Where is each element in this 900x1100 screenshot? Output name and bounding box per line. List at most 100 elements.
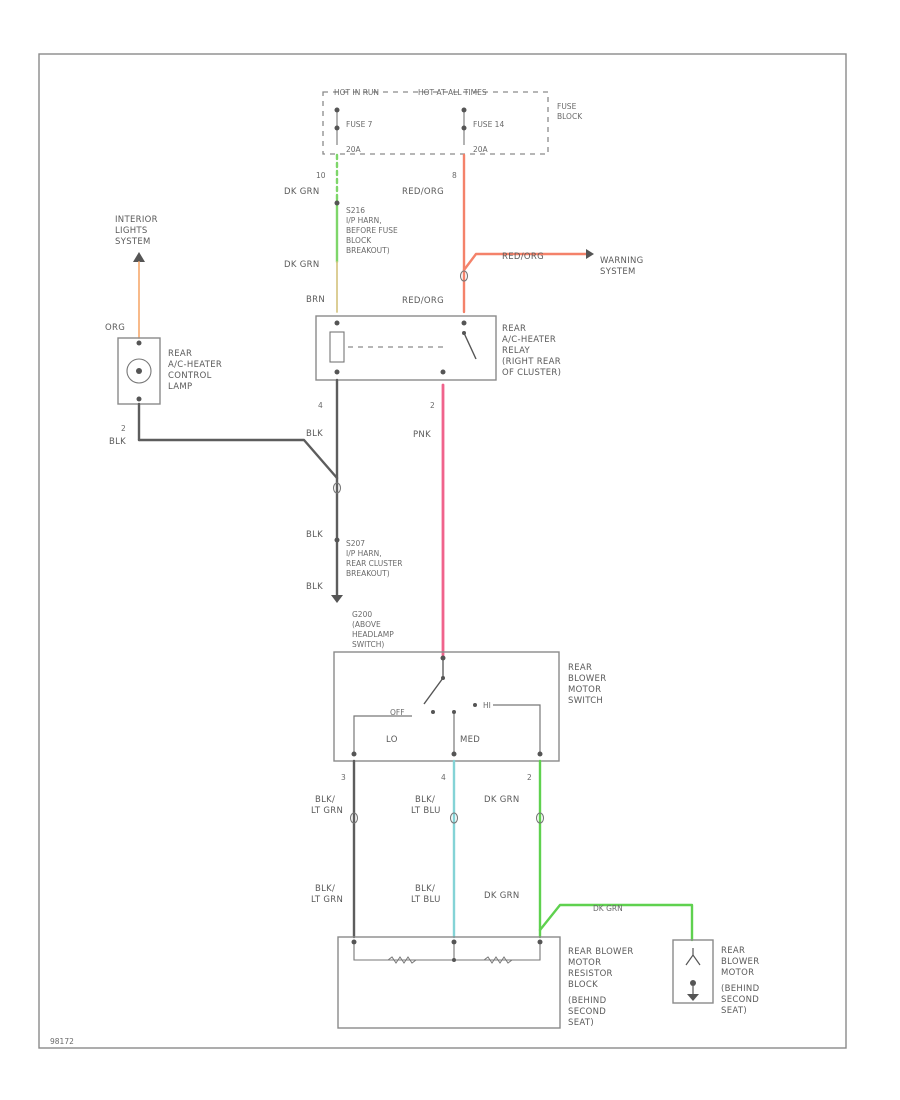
switch-pivot	[441, 676, 445, 680]
diagram-code: 98172	[50, 1037, 74, 1046]
resistor-line-2: MOTOR	[568, 958, 601, 968]
switch-hi-path	[493, 704, 541, 752]
dk-grn-feed-wire: 10 DK GRN S216 I/P HARN, BEFORE FUSE BLO…	[284, 153, 398, 313]
blk-label-2: BLK	[306, 530, 323, 540]
resistor-line-7: SEAT)	[568, 1018, 594, 1028]
interior-lights-line-2: LIGHTS	[115, 226, 148, 236]
blk-lt-grn-top-2: LT GRN	[311, 806, 343, 816]
blk-lt-blu-bot-2: LT BLU	[411, 895, 441, 905]
s207-line-3: REAR CLUSTER	[346, 559, 403, 568]
dk-grn-label-upper: DK GRN	[284, 187, 319, 197]
g200-line-4: SWITCH)	[352, 640, 384, 649]
blk-continue-arrow-icon	[331, 595, 343, 603]
g200-line-2: (ABOVE	[352, 620, 381, 629]
fuse-block-label-2: BLOCK	[557, 112, 583, 121]
fuse-7-mid-pin	[334, 125, 340, 131]
lamp-line-1: REAR	[168, 349, 192, 359]
red-org-branch	[462, 252, 590, 272]
s216-line-4: BLOCK	[346, 236, 372, 245]
splice-s216-dot	[334, 200, 340, 206]
relay-pin-coil-bottom	[334, 369, 340, 375]
switch-pin-4	[451, 751, 457, 757]
switch-lo-label: LO	[386, 735, 398, 745]
switch-pin-2	[537, 751, 543, 757]
relay-pin-switch-top	[461, 320, 467, 326]
switch-line-1: REAR	[568, 663, 592, 673]
blk-lt-blu-connector	[449, 812, 459, 824]
switch-pin-3	[351, 751, 357, 757]
motor-line-3: MOTOR	[721, 968, 754, 978]
pnk-pin-2-label: 2	[430, 401, 435, 410]
resistor-pin-med	[451, 939, 457, 945]
relay-line-5: OF CLUSTER)	[502, 368, 561, 378]
fuse-7-top-pin	[334, 107, 340, 113]
blk-lt-blu-bot-1: BLK/	[415, 884, 435, 894]
switch-line-2: BLOWER	[568, 674, 606, 684]
switch-wiper-icon	[423, 677, 444, 705]
fuse-14-top-pin	[461, 107, 467, 113]
relay-pin-4-label: 4	[318, 401, 323, 410]
motor-line-1: REAR	[721, 946, 745, 956]
warning-line-1: WARNING	[600, 256, 644, 266]
dk-grn-switch-top-label: DK GRN	[484, 795, 519, 805]
warning-arrow-icon	[586, 249, 594, 259]
relay-line-4: (RIGHT REAR	[502, 357, 561, 367]
rear-ac-heater-control-lamp: INTERIOR LIGHTS SYSTEM ORG REAR A/C-HEAT…	[105, 215, 339, 480]
resistor-junction	[452, 958, 456, 962]
resistor-element-1	[353, 944, 454, 961]
relay-line-2: A/C-HEATER	[502, 335, 556, 345]
pin-8-label: 8	[452, 171, 457, 180]
relay-line-3: RELAY	[502, 346, 531, 356]
pnk-wire: 2 PNK	[413, 383, 445, 657]
resistor-line-6: SECOND	[568, 1007, 606, 1017]
s207-line-1: S207	[346, 539, 365, 548]
relay-pin-coil-top	[334, 320, 340, 326]
s207-line-2: I/P HARN,	[346, 549, 382, 558]
splice-s207-dot	[334, 537, 340, 543]
resistor-zigzag-2-icon	[483, 956, 513, 964]
warning-line-2: SYSTEM	[600, 267, 636, 277]
relay-coil-icon	[329, 331, 345, 363]
fuse-block-outline	[322, 91, 549, 155]
switch-contact-hi	[473, 703, 477, 707]
motor-line-4: (BEHIND	[721, 984, 760, 994]
out-pin-3-label: 3	[341, 773, 346, 782]
rear-blower-motor: REAR BLOWER MOTOR (BEHIND SECOND SEAT)	[672, 939, 760, 1016]
motor-line-6: SEAT)	[721, 1006, 747, 1016]
switch-off-label: OFF	[390, 708, 405, 717]
resistor-line-1: REAR BLOWER	[568, 947, 634, 957]
switch-contact-off	[431, 710, 435, 714]
dk-grn-motor-label: DK GRN	[593, 904, 623, 913]
fuse-block-label-1: FUSE	[557, 102, 577, 111]
switch-lo-path	[353, 715, 412, 752]
s216-line-2: I/P HARN,	[346, 216, 382, 225]
dk-grn-to-motor-wire	[538, 903, 694, 942]
switch-hi-label: HI	[483, 701, 491, 710]
blk-lt-blu-top-2: LT BLU	[411, 806, 441, 816]
diagram-frame	[38, 53, 847, 1049]
s216-line-3: BEFORE FUSE	[346, 226, 398, 235]
lamp-to-splice-wire	[137, 438, 339, 480]
resistor-box	[337, 936, 561, 1029]
switch-line-4: SWITCH	[568, 696, 603, 706]
relay-line-1: REAR	[502, 324, 526, 334]
motor-ground-icon	[687, 994, 699, 1001]
pnk-label: PNK	[413, 430, 431, 440]
lamp-line-4: LAMP	[168, 382, 192, 392]
blk-lt-blu-top-1: BLK/	[415, 795, 435, 805]
g200-ground-label: G200 (ABOVE HEADLAMP SWITCH)	[352, 610, 394, 649]
fuse-block: HOT IN RUN HOT AT ALL TIMES FUSE BLOCK F…	[322, 88, 583, 155]
lamp-top-pin	[136, 340, 142, 346]
fuse-7-label: FUSE 7	[346, 120, 373, 129]
g200-line-3: HEADLAMP	[352, 630, 394, 639]
pin-10-label: 10	[316, 171, 326, 180]
hot-in-run-label: HOT IN RUN	[334, 88, 379, 97]
resistor-line-3: RESISTOR	[568, 969, 613, 979]
red-org-label-branch: RED/ORG	[502, 252, 544, 262]
rear-ac-heater-relay: REAR A/C-HEATER RELAY (RIGHT REAR OF CLU…	[315, 315, 561, 381]
rear-blower-motor-resistor-block: REAR BLOWER MOTOR RESISTOR BLOCK (BEHIND…	[337, 936, 634, 1029]
blk-connector	[332, 482, 342, 494]
interior-lights-line-3: SYSTEM	[115, 237, 151, 247]
lamp-pin-2-label: 2	[121, 424, 126, 433]
switch-med-label: MED	[460, 735, 480, 745]
